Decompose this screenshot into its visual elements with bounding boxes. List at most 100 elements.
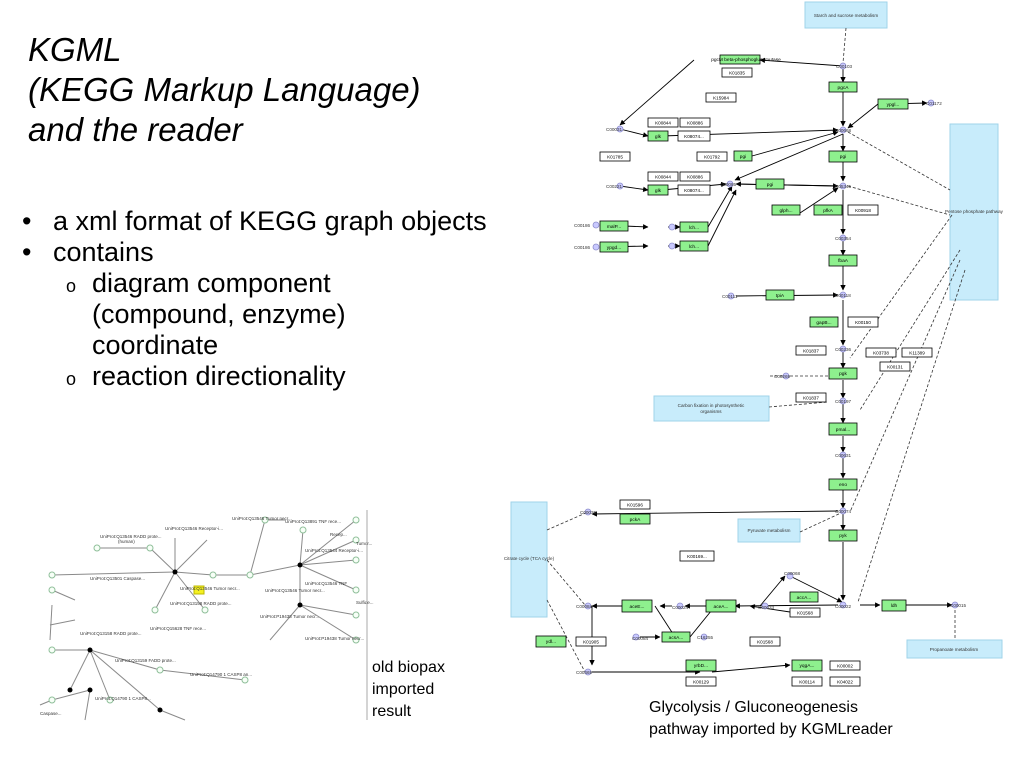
compound-c00631	[839, 451, 847, 459]
ko-k01837a	[795, 345, 827, 356]
enzyme-pgi3	[755, 178, 785, 190]
caption-line: Glycolysis / Gluconeogenesis	[649, 699, 858, 716]
ko-label: K00886	[687, 175, 703, 180]
ko-k01837b	[795, 392, 827, 403]
compound-ext1	[592, 221, 600, 229]
compound-c00103	[839, 62, 847, 70]
bullet-item: a xml format of KEGG graph objects	[22, 206, 523, 237]
compound-label: C00103	[836, 64, 853, 69]
compound-label: C00111	[722, 294, 738, 299]
compound-label: C00221	[606, 184, 623, 189]
enzyme-aceE	[621, 599, 653, 613]
biopax-label: UniProt:Q13158 RADD prote...	[80, 631, 142, 636]
ko-k00131	[879, 361, 911, 372]
ko-k01905	[575, 636, 607, 647]
compound-label: C05345	[835, 184, 852, 189]
biopax-caption: old biopax imported result	[372, 657, 445, 723]
ko-label: K01785	[607, 155, 623, 160]
compound-c00221	[616, 182, 624, 190]
map-carbon	[653, 395, 770, 422]
compound-label: C00036	[580, 510, 597, 515]
compound-c00236	[839, 345, 847, 353]
enzyme-label: fbaA	[838, 258, 849, 264]
enzyme-label: pfkA	[823, 208, 833, 214]
ko-label: K04022	[837, 680, 853, 685]
enzyme-pgi2	[828, 150, 858, 163]
compound-c00084	[584, 602, 592, 610]
ko-label: K01837	[803, 396, 819, 401]
ko-label: K00169...	[687, 554, 707, 559]
ko-k08074a	[677, 130, 711, 142]
ko-label: K00129	[693, 680, 709, 685]
sub-bullet-text: diagram component (compound, enzyme) coo…	[92, 268, 346, 360]
compound-c00068	[786, 572, 794, 580]
ko-k00114	[791, 676, 823, 687]
ko-k03738	[865, 347, 897, 358]
kegg-caption: Glycolysis / Gluconeogenesis pathway imp…	[649, 697, 893, 741]
biopax-label: Recep...	[330, 532, 347, 537]
ko-label: K00918	[855, 208, 871, 213]
biopax-label: UniProt:Q13546 TNF	[305, 581, 347, 586]
biopax-label: UniProt:Q13546 RADD prote...	[100, 534, 162, 539]
enzyme-malP	[599, 220, 629, 232]
biopax-label: UniProt:Q13891 TNF rece...	[285, 519, 341, 524]
enzyme-labels: pgcM beta-phosphoglucomutase pgcA glk yp…	[546, 57, 899, 669]
ko-k08074b	[677, 184, 711, 196]
enzyme-label: aceA...	[714, 604, 729, 610]
ko-label: K08074...	[684, 134, 704, 139]
compound-ext5	[632, 633, 640, 641]
enzyme-label: glk	[655, 134, 662, 140]
enzyme-label: yqgA...	[800, 663, 815, 669]
compound-label: C00197	[835, 399, 852, 404]
compound-c00269	[782, 372, 790, 380]
ko-k00844a	[647, 117, 679, 128]
ko-label: K01596	[627, 503, 643, 508]
compound-c05345	[839, 182, 847, 190]
biopax-label: UniProt:Q13501 Caspase...	[90, 576, 145, 581]
biopax-complex-nodes	[67, 562, 303, 713]
caption-line: result	[372, 703, 412, 720]
enzyme-label: accA...	[797, 595, 812, 601]
ko-label: K01568	[757, 640, 773, 645]
enzyme-label: gapB...	[816, 320, 831, 326]
compound-c00111	[727, 292, 735, 300]
compound-label: C00269	[774, 374, 791, 379]
reaction-edges	[589, 57, 953, 675]
enzyme-label: pckA	[630, 517, 641, 523]
ko-label: K00131	[887, 365, 903, 370]
compound-c00022	[839, 601, 847, 609]
ko-k01596	[619, 499, 651, 510]
enzyme-glk1	[647, 130, 669, 142]
compound-ext4	[668, 242, 676, 250]
biopax-label: UniProt:Q13546 Receptor-i...	[165, 526, 223, 531]
compound-c00469	[584, 668, 592, 676]
biopax-label: (human)	[118, 539, 135, 544]
map-pyruvate	[737, 518, 801, 543]
enzyme-gapB	[809, 316, 839, 328]
enzyme-label: lch...	[689, 225, 699, 231]
enzyme-label: ldh	[891, 603, 898, 609]
ko-label: K11389	[909, 351, 925, 356]
enzyme-label: lch...	[689, 244, 699, 250]
ko-k00150	[847, 316, 879, 328]
enzyme-label: pgcA	[838, 85, 850, 91]
enzyme-label: eno	[839, 483, 847, 488]
title-line: (KEGG Markup Language)	[28, 71, 421, 108]
compound-label: C00085	[720, 182, 737, 187]
enzyme-lch2	[679, 240, 709, 252]
enzyme-yd1	[535, 635, 567, 648]
map-citrate	[510, 501, 548, 618]
caption-line: pathway imported by KGMLreader	[649, 721, 893, 738]
compound-label: C00031	[606, 127, 623, 132]
ko-k01835	[721, 67, 753, 78]
biopax-label: UniProt:P19438 Tumor necr...	[260, 614, 319, 619]
compound-c00074	[839, 507, 847, 515]
enzyme-label: glph...	[779, 208, 792, 214]
biopax-label: UniProt:Q13159 FADD prote...	[115, 658, 176, 663]
enzyme-glk2	[647, 184, 669, 196]
ko-k01792	[696, 151, 728, 162]
ko-label: K00114	[799, 680, 815, 685]
enzyme-glph	[771, 204, 801, 216]
